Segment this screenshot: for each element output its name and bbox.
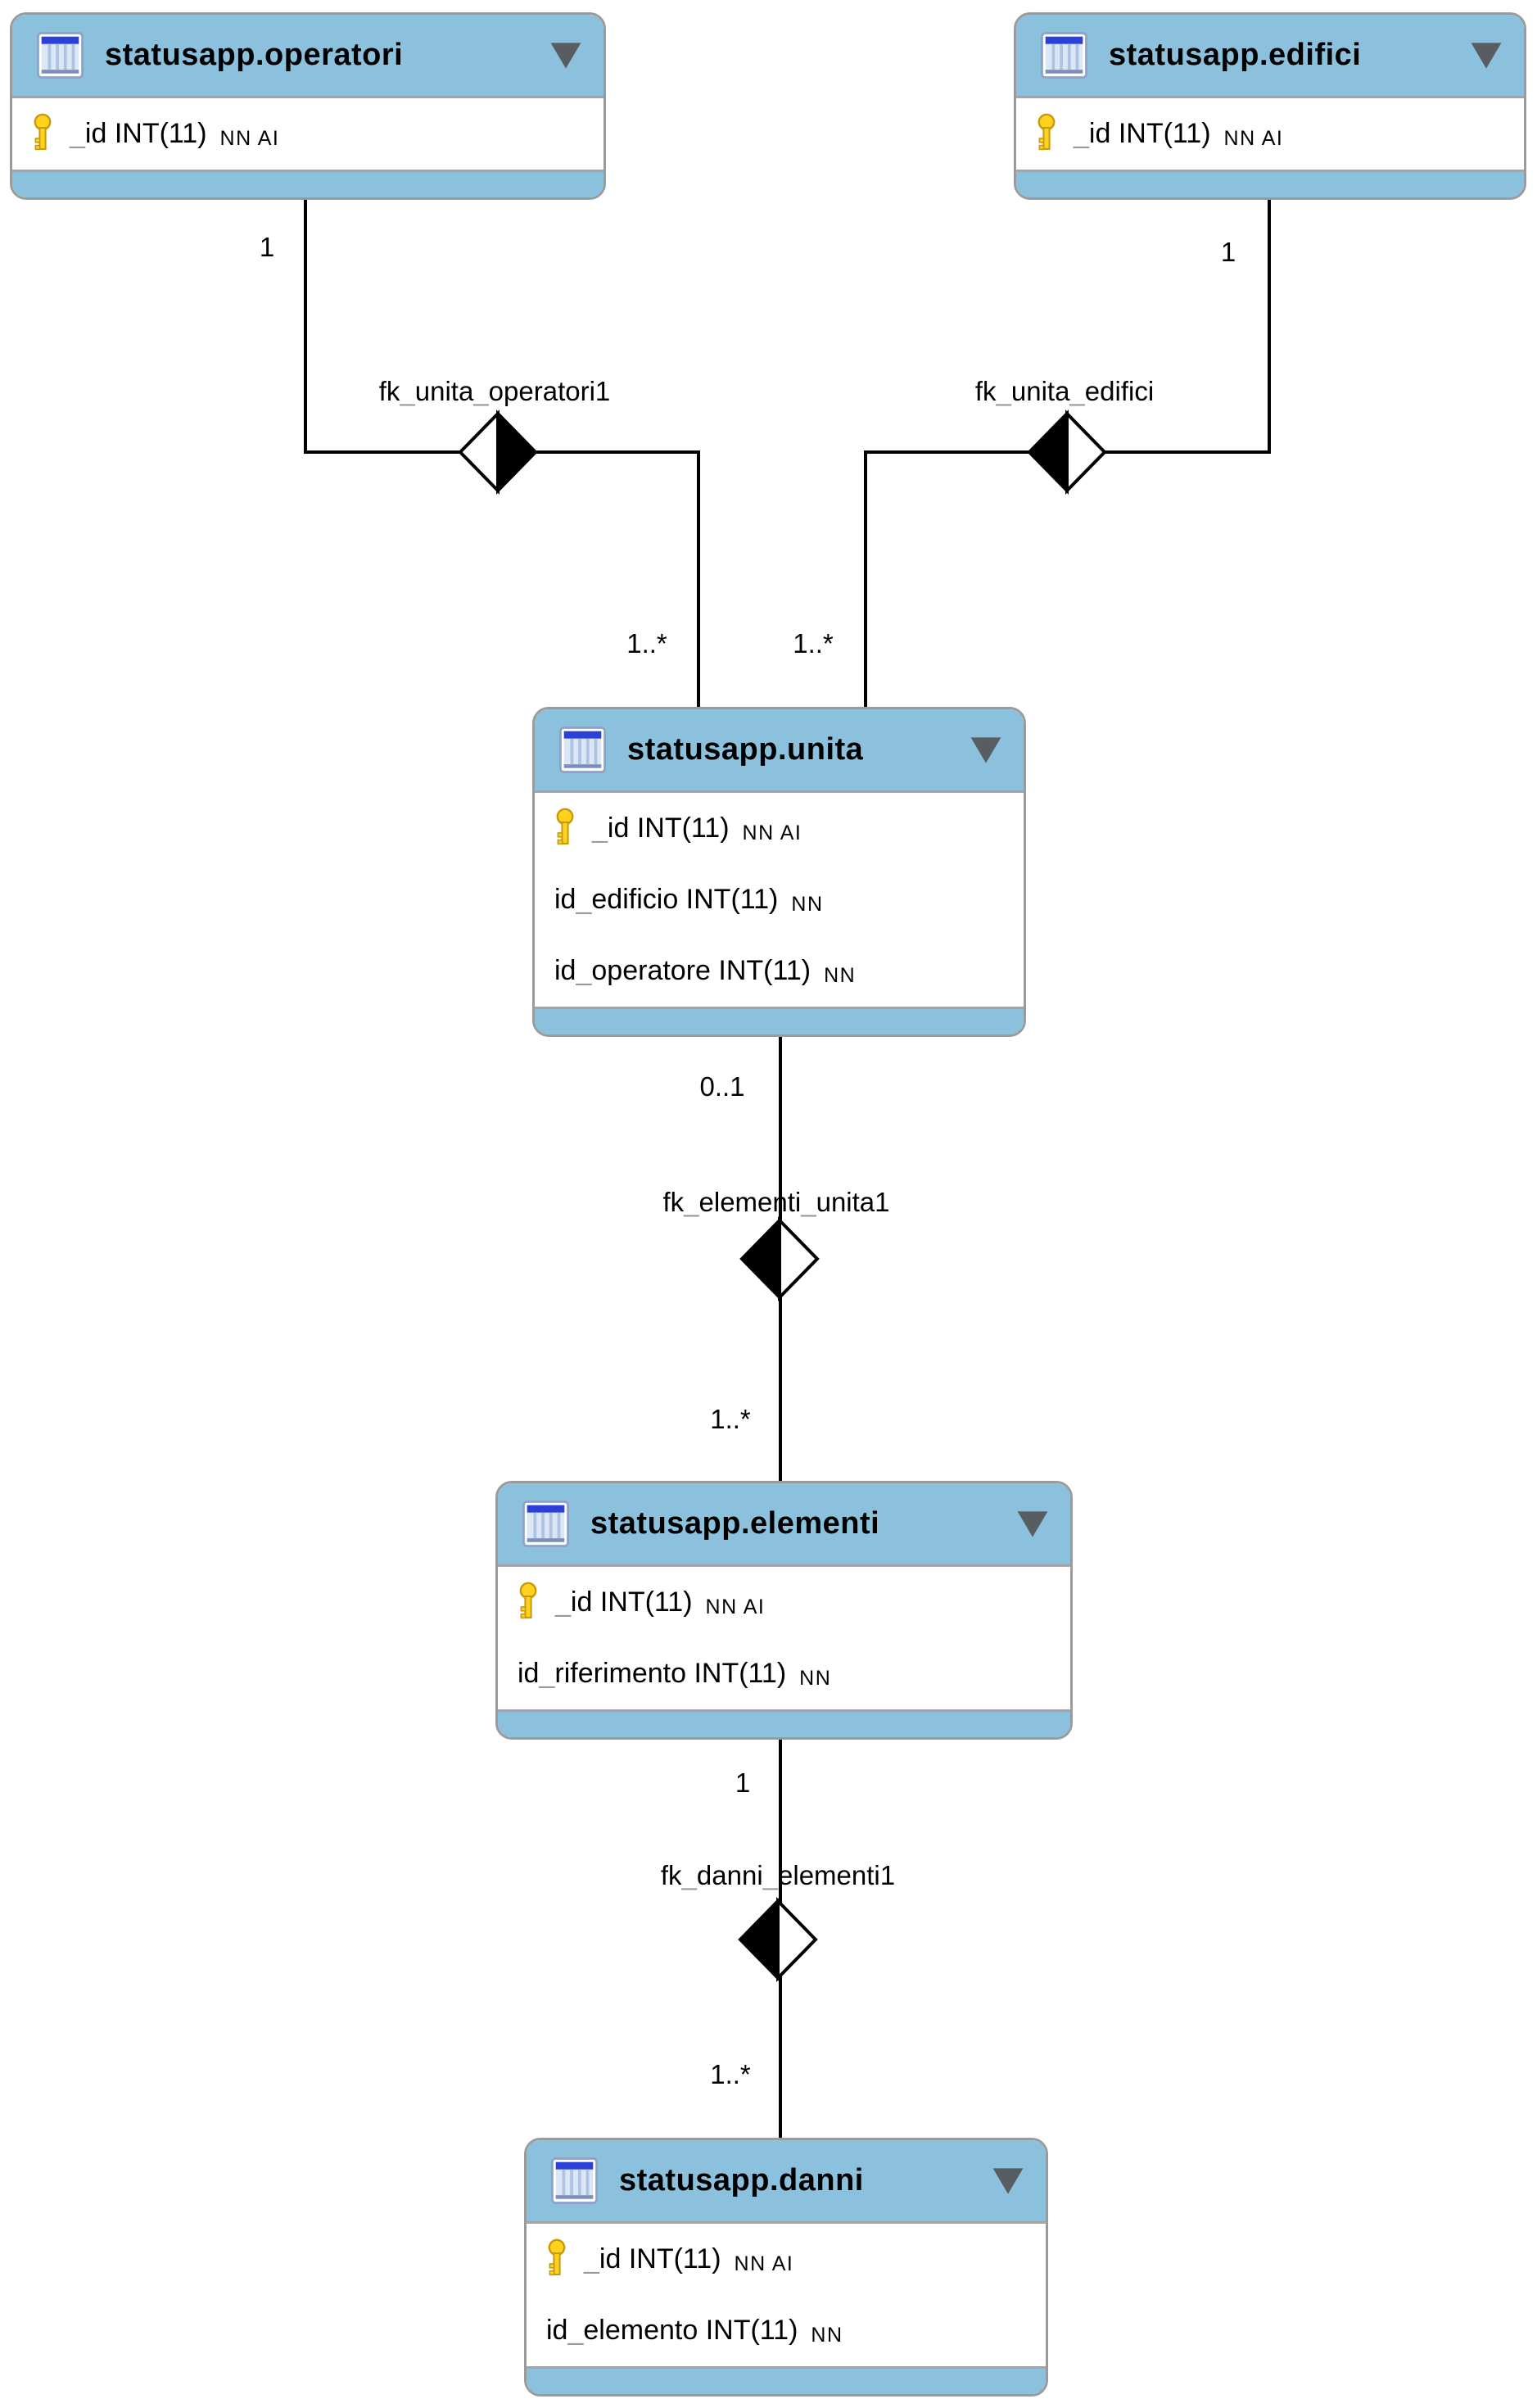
column-text: id_elemento INT(11) — [546, 2315, 798, 2346]
column-row[interactable]: id_edificio INT(11) NN — [535, 864, 1024, 935]
table-edifici[interactable]: statusapp.edifici _id INT(11) NN AI — [1014, 12, 1526, 200]
collapse-arrow-icon[interactable] — [549, 42, 582, 70]
primary-key-icon — [34, 113, 52, 150]
column-row[interactable]: id_operatore INT(11) NN — [535, 935, 1024, 1007]
column-flags: NN — [824, 964, 857, 987]
collapse-arrow-icon[interactable] — [1470, 42, 1503, 70]
diamond-unita-edifici — [1027, 410, 1107, 495]
cardinality-danni-many: 1..* — [710, 2059, 751, 2089]
primary-key-icon — [548, 2238, 566, 2275]
cardinality-unita-many-left: 1..* — [626, 628, 667, 659]
table-unita-header: statusapp.unita — [535, 709, 1024, 793]
table-footer — [527, 2366, 1046, 2394]
diamond-elementi-unita — [739, 1216, 820, 1301]
relationship-label-fk-danni-elementi1: fk_danni_elementi1 — [660, 1860, 896, 1890]
table-icon — [37, 32, 84, 79]
column-text: _id INT(11) — [1074, 118, 1211, 149]
column-flags: NN — [811, 2324, 843, 2347]
cardinality-operatori-one: 1 — [259, 232, 275, 262]
relationship-label-fk-unita-edifici: fk_unita_edifici — [974, 376, 1155, 406]
column-row[interactable]: _id INT(11) NN AI — [498, 1567, 1070, 1638]
table-edifici-header: statusapp.edifici — [1016, 15, 1524, 98]
table-icon — [551, 2157, 598, 2204]
relationship-label-fk-unita-operatori1: fk_unita_operatori1 — [378, 376, 611, 406]
table-operatori[interactable]: statusapp.operatori _id INT(11) NN AI — [10, 12, 606, 200]
table-danni-header: statusapp.danni — [527, 2140, 1046, 2224]
cardinality-edifici-one: 1 — [1220, 237, 1236, 267]
column-flags: NN AI — [705, 1596, 766, 1618]
column-row[interactable]: id_elemento INT(11) NN — [527, 2295, 1046, 2366]
diamond-danni-elementi — [738, 1897, 818, 1982]
primary-key-icon — [519, 1582, 537, 1618]
column-text: _id INT(11) — [555, 1586, 693, 1618]
relationship-label-fk-elementi-unita1: fk_elementi_unita1 — [662, 1187, 890, 1217]
column-row[interactable]: _id INT(11) NN AI — [535, 793, 1024, 864]
column-row[interactable]: _id INT(11) NN AI — [12, 98, 603, 170]
table-elementi[interactable]: statusapp.elementi _id INT(11) NN AI id_… — [495, 1481, 1073, 1740]
table-title: statusapp.elementi — [590, 1506, 880, 1541]
table-unita[interactable]: statusapp.unita _id INT(11) NN AI id_edi… — [532, 707, 1026, 1037]
table-footer — [535, 1007, 1024, 1034]
table-footer — [1016, 170, 1524, 197]
column-row[interactable]: _id INT(11) NN AI — [527, 2224, 1046, 2295]
collapse-arrow-icon[interactable] — [1016, 1510, 1049, 1538]
cardinality-elementi-many: 1..* — [710, 1404, 751, 1434]
diamond-unita-operatori — [458, 410, 538, 495]
collapse-arrow-icon[interactable] — [992, 2167, 1024, 2195]
cardinality-unita-many-right: 1..* — [793, 628, 834, 659]
table-title: statusapp.edifici — [1109, 38, 1362, 72]
table-title: statusapp.unita — [627, 732, 864, 767]
column-flags: NN AI — [742, 822, 802, 844]
table-icon — [559, 726, 606, 773]
column-text: id_edificio INT(11) — [554, 884, 779, 915]
column-text: _id INT(11) — [592, 812, 730, 844]
table-title: statusapp.operatori — [105, 38, 404, 72]
table-footer — [12, 170, 603, 197]
cardinality-elementi-one: 1 — [735, 1768, 751, 1798]
column-flags: NN AI — [1223, 127, 1284, 150]
primary-key-icon — [1037, 113, 1056, 150]
column-row[interactable]: id_riferimento INT(11) NN — [498, 1638, 1070, 1709]
column-text: _id INT(11) — [70, 118, 207, 149]
column-row[interactable]: _id INT(11) NN AI — [1016, 98, 1524, 170]
column-flags: NN AI — [734, 2252, 794, 2275]
column-flags: NN — [791, 893, 824, 916]
table-icon — [1041, 32, 1087, 79]
table-operatori-header: statusapp.operatori — [12, 15, 603, 98]
column-text: id_operatore INT(11) — [554, 955, 811, 986]
cardinality-unita-zero-one: 0..1 — [699, 1071, 745, 1102]
collapse-arrow-icon[interactable] — [970, 736, 1002, 764]
primary-key-icon — [556, 808, 574, 844]
column-flags: NN — [799, 1667, 832, 1690]
column-flags: NN AI — [219, 127, 280, 150]
column-text: id_riferimento INT(11) — [518, 1658, 787, 1689]
table-title: statusapp.danni — [619, 2163, 864, 2198]
table-footer — [498, 1709, 1070, 1737]
table-icon — [522, 1500, 569, 1547]
column-text: _id INT(11) — [584, 2243, 721, 2274]
table-elementi-header: statusapp.elementi — [498, 1483, 1070, 1567]
table-danni[interactable]: statusapp.danni _id INT(11) NN AI id_ele… — [524, 2138, 1048, 2397]
